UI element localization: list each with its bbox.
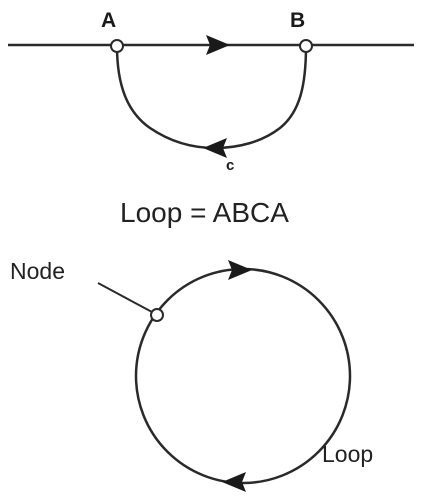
loop-circle bbox=[134, 267, 352, 485]
loop-caption: Loop = ABCA bbox=[120, 197, 289, 228]
arrow-right-icon bbox=[206, 35, 230, 55]
branch-diagram: A B c Loop = ABCA bbox=[8, 9, 414, 228]
arrow-left-icon bbox=[203, 138, 227, 158]
node-a-label: A bbox=[101, 9, 116, 32]
loop-node bbox=[150, 308, 164, 322]
node-label: Node bbox=[10, 258, 65, 284]
node-c-label: c bbox=[226, 157, 234, 174]
loop-label: Loop bbox=[322, 441, 373, 467]
arrow-right-icon bbox=[228, 260, 252, 280]
loop-circle-diagram: Node Loop bbox=[10, 258, 373, 492]
arrow-left-icon bbox=[222, 472, 246, 492]
node-a bbox=[110, 39, 124, 53]
node-leader-line bbox=[97, 282, 153, 313]
node-b-label: B bbox=[290, 9, 305, 32]
node-b bbox=[299, 39, 313, 53]
lower-arc-wire bbox=[115, 45, 308, 150]
